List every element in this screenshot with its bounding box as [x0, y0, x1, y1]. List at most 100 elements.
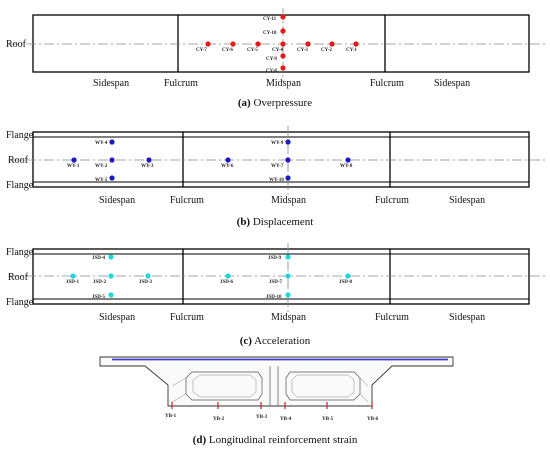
- panel-c-fulcrum-left: Fulcrum: [170, 312, 204, 323]
- sensor-label-cy-7: CY-7: [196, 48, 207, 53]
- panel-displacement: Flange Roof Flange WY-4 WY-1 WY-2 WY-3 W…: [6, 126, 545, 228]
- sensor-marker-cy-5: [255, 41, 261, 47]
- brace-left-top: [171, 377, 187, 387]
- sensor-marker-cy-3: [305, 41, 311, 47]
- sensor-label-jsd-6: JSD-6: [220, 280, 234, 285]
- panel-b-caption-text: Displacement: [250, 216, 313, 228]
- sensor-label-cy-9: CY-9: [266, 57, 277, 62]
- sensor-marker-wy-5: [109, 175, 115, 181]
- sensor-marker-wy-3: [146, 157, 152, 163]
- panel-c-outline: [32, 248, 530, 305]
- sensor-label-cy-10: CY-10: [263, 31, 277, 36]
- sensor-label-jsd-7: JSD-7: [269, 280, 283, 285]
- sensor-label-wy-8: WY-8: [340, 164, 353, 169]
- box-girder-cross-section: [99, 356, 454, 407]
- sensor-marker-cy-10: [280, 28, 286, 34]
- sensor-label-jsd-2: JSD-2: [93, 280, 107, 285]
- strain-label-yb-4: YB-4: [280, 417, 292, 422]
- panel-d-caption: (d) Longitudinal reinforcement strain: [193, 434, 358, 446]
- sensor-label-wy-4: WY-4: [95, 141, 108, 146]
- panel-a-caption-text: Overpressure: [251, 97, 313, 109]
- strain-label-yb-5: YB-5: [322, 417, 334, 422]
- panel-b-fulcrum-left: Fulcrum: [170, 195, 204, 206]
- panel-a-fulcrum-left: Fulcrum: [164, 78, 198, 89]
- strain-label-yb-3: YB-3: [256, 415, 268, 420]
- panel-b-roof-label: Roof: [8, 155, 29, 166]
- panel-b-flange-top-label: Flange: [6, 130, 34, 141]
- sensor-marker-jsd-9: [285, 254, 291, 260]
- sensor-marker-wy-7: [285, 157, 291, 163]
- sensor-marker-jsd-8: [345, 273, 351, 279]
- sensor-marker-wy-2: [109, 157, 115, 163]
- sensor-label-jsd-1: JSD-1: [66, 280, 80, 285]
- panel-c-sidespan-right: Sidespan: [449, 312, 485, 323]
- brace-right-top: [359, 377, 369, 387]
- sensor-marker-jsd-5: [108, 292, 114, 298]
- panel-b-sidespan-left: Sidespan: [99, 195, 135, 206]
- sensor-marker-wy-4: [109, 139, 115, 145]
- sensor-marker-wy-9: [285, 139, 291, 145]
- panel-a-horizontal-sensors: CY-7 CY-6 CY-5 CY-4 CY-3 CY-2 CY-1: [196, 41, 359, 53]
- strain-label-yb-1: YB-1: [165, 414, 177, 419]
- panel-c-flange-top-label: Flange: [6, 247, 34, 258]
- panel-c-fulcrum-right: Fulcrum: [375, 312, 409, 323]
- sensor-label-jsd-4: JSD-4: [92, 256, 106, 261]
- panel-c-flange-bottom-label: Flange: [6, 297, 34, 308]
- panel-c-sidespan-left: Sidespan: [99, 312, 135, 323]
- sensor-label-wy-5: WY-5: [95, 178, 108, 183]
- sensor-label-cy-5: CY-5: [247, 48, 258, 53]
- sensor-marker-jsd-3: [145, 273, 151, 279]
- sensor-label-jsd-3: JSD-3: [139, 280, 153, 285]
- sensor-marker-jsd-10: [285, 292, 291, 298]
- panel-d-caption-text: Longitudinal reinforcement strain: [206, 434, 358, 446]
- panel-a-vertical-sensors: CY-11 CY-10 CY-9 CY-8: [263, 14, 286, 74]
- panel-a-sidespan-left: Sidespan: [93, 78, 129, 89]
- sensor-marker-cy-1: [353, 41, 359, 47]
- sensor-label-cy-4: CY-4: [272, 48, 283, 53]
- sensor-label-cy-1: CY-1: [346, 48, 357, 53]
- panel-b-sidespan-right: Sidespan: [449, 195, 485, 206]
- sensor-marker-wy-10: [285, 175, 291, 181]
- panel-a-outline: [32, 14, 530, 73]
- sensor-marker-cy-8: [280, 65, 286, 71]
- panel-c-caption-text: Acceleration: [252, 335, 311, 347]
- panel-b-flange-bottom-label: Flange: [6, 180, 34, 191]
- sensor-marker-cy-11: [280, 14, 286, 20]
- sensor-marker-wy-1: [71, 157, 77, 163]
- sensor-marker-wy-6: [225, 157, 231, 163]
- sensor-label-cy-11: CY-11: [263, 17, 277, 22]
- sensor-marker-wy-8: [345, 157, 351, 163]
- panel-a-fulcrum-right: Fulcrum: [370, 78, 404, 89]
- sensor-label-wy-9: WY-9: [271, 141, 284, 146]
- panel-c-midspan: Midspan: [271, 312, 306, 323]
- sensor-label-wy-7: WY-7: [271, 164, 284, 169]
- sensor-marker-cy-9: [280, 53, 286, 59]
- strain-label-yb-6: YB-6: [367, 417, 379, 422]
- sensor-marker-cy-7: [205, 41, 211, 47]
- sensor-label-cy-6: CY-6: [222, 48, 233, 53]
- sensor-marker-jsd-6: [225, 273, 231, 279]
- sensor-label-wy-10: WY-10: [269, 178, 284, 183]
- sensor-label-jsd-5: JSD-5: [92, 295, 106, 300]
- strain-label-yb-2: YB-2: [213, 417, 225, 422]
- panel-b-caption-letter: (b): [237, 216, 251, 228]
- brace-right-bottom: [359, 393, 369, 403]
- panel-c-caption: (c) Acceleration: [240, 335, 311, 347]
- panel-overpressure: Roof CY-11 CY-10 CY-9 CY-8 CY-7 CY-6 CY-…: [6, 8, 545, 109]
- panel-b-outline: [32, 131, 530, 188]
- sensor-marker-cy-2: [329, 41, 335, 47]
- panel-c-roof-label: Roof: [8, 272, 29, 283]
- box-cell-right: [285, 371, 361, 401]
- sensor-marker-jsd-2: [108, 273, 114, 279]
- box-cell-right-inner: [291, 374, 355, 398]
- sensor-marker-cy-4: [280, 41, 286, 47]
- sensor-label-wy-1: WY-1: [67, 164, 80, 169]
- sensor-label-wy-6: WY-6: [221, 164, 234, 169]
- sensor-label-cy-2: CY-2: [321, 48, 332, 53]
- panel-b-caption: (b) Displacement: [237, 216, 314, 228]
- sensor-label-wy-3: WY-3: [141, 164, 154, 169]
- sensor-label-wy-2: WY-2: [95, 164, 108, 169]
- sensor-marker-cy-6: [230, 41, 236, 47]
- sensor-label-jsd-9: JSD-9: [268, 256, 282, 261]
